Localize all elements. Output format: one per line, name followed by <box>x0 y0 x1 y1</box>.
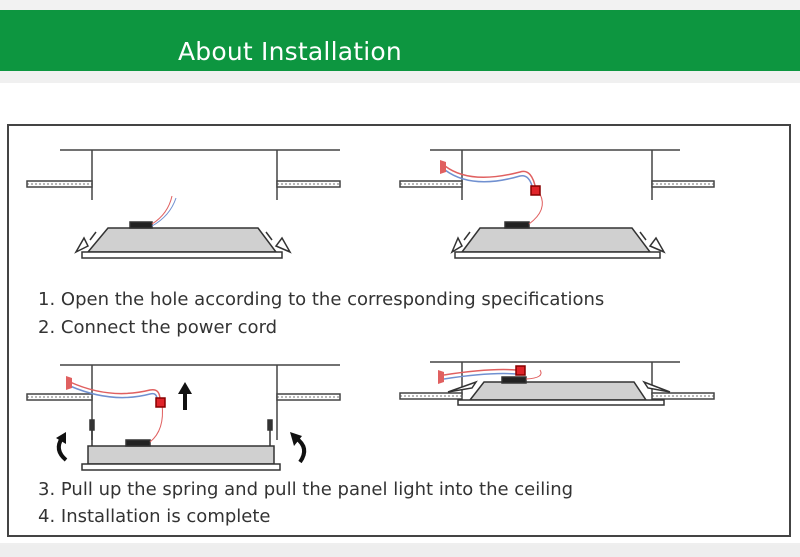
ceiling-left <box>26 149 341 200</box>
bottom-strip <box>0 545 800 557</box>
rotate-right-arrowhead <box>290 432 302 446</box>
page-title: About Installation <box>178 37 402 66</box>
panel-light-4 <box>438 365 671 406</box>
gap-strip <box>0 71 800 83</box>
step-1-text: 1. Open the hole according to the corres… <box>38 289 605 310</box>
up-arrow-icon <box>178 382 192 410</box>
panel-light-1 <box>74 195 292 259</box>
ceiling-left-lower <box>26 364 341 440</box>
top-strip <box>0 0 800 10</box>
step-3-text: 3. Pull up the spring and pull the panel… <box>38 479 574 500</box>
step-2-text: 2. Connect the power cord <box>38 317 278 338</box>
rotate-left-arrowhead <box>56 432 66 444</box>
header-banner: About Installation <box>0 10 800 71</box>
panel-light-3 <box>66 376 281 471</box>
step-4-text: 4. Installation is complete <box>38 506 271 527</box>
panel-light-2 <box>440 160 666 259</box>
